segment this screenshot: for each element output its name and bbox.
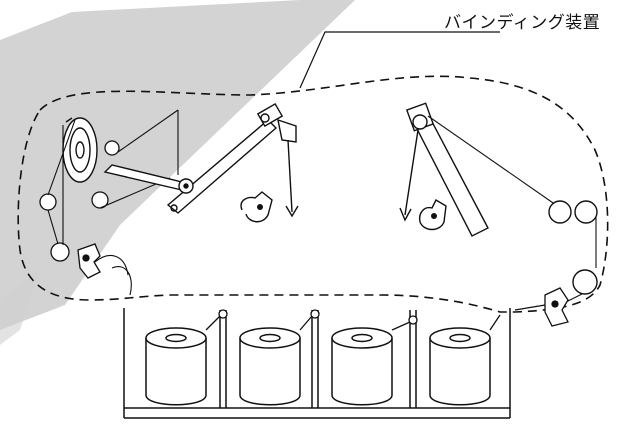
pulley-wheel [62, 117, 98, 183]
binding-device-boundary [17, 75, 609, 313]
binding-device-title: バインディング装置 [444, 13, 601, 33]
title-leader-line [299, 31, 500, 89]
guide-roller [39, 193, 57, 211]
hook-pin [257, 204, 263, 210]
guide-roller [574, 200, 598, 224]
guide-roller [572, 269, 598, 295]
guide-roller [548, 200, 572, 224]
bobbin-4 [429, 327, 491, 406]
hook-pin [431, 213, 437, 219]
tension-device-right [514, 287, 569, 327]
lever-arm-right [399, 102, 489, 237]
bobbin-creel [123, 308, 511, 419]
thread-guide-hook [240, 191, 273, 223]
guide-roller [50, 242, 70, 262]
shadow-band-lower [0, 270, 40, 345]
guide-roller [104, 140, 120, 156]
creel-eyelets [205, 309, 501, 331]
tension-device-left [77, 243, 101, 279]
lever-arm-left [103, 119, 278, 214]
bobbin-1 [145, 327, 207, 406]
bobbin-2 [239, 327, 301, 406]
bobbin-3 [331, 327, 393, 406]
tension-arm-top [256, 102, 299, 218]
